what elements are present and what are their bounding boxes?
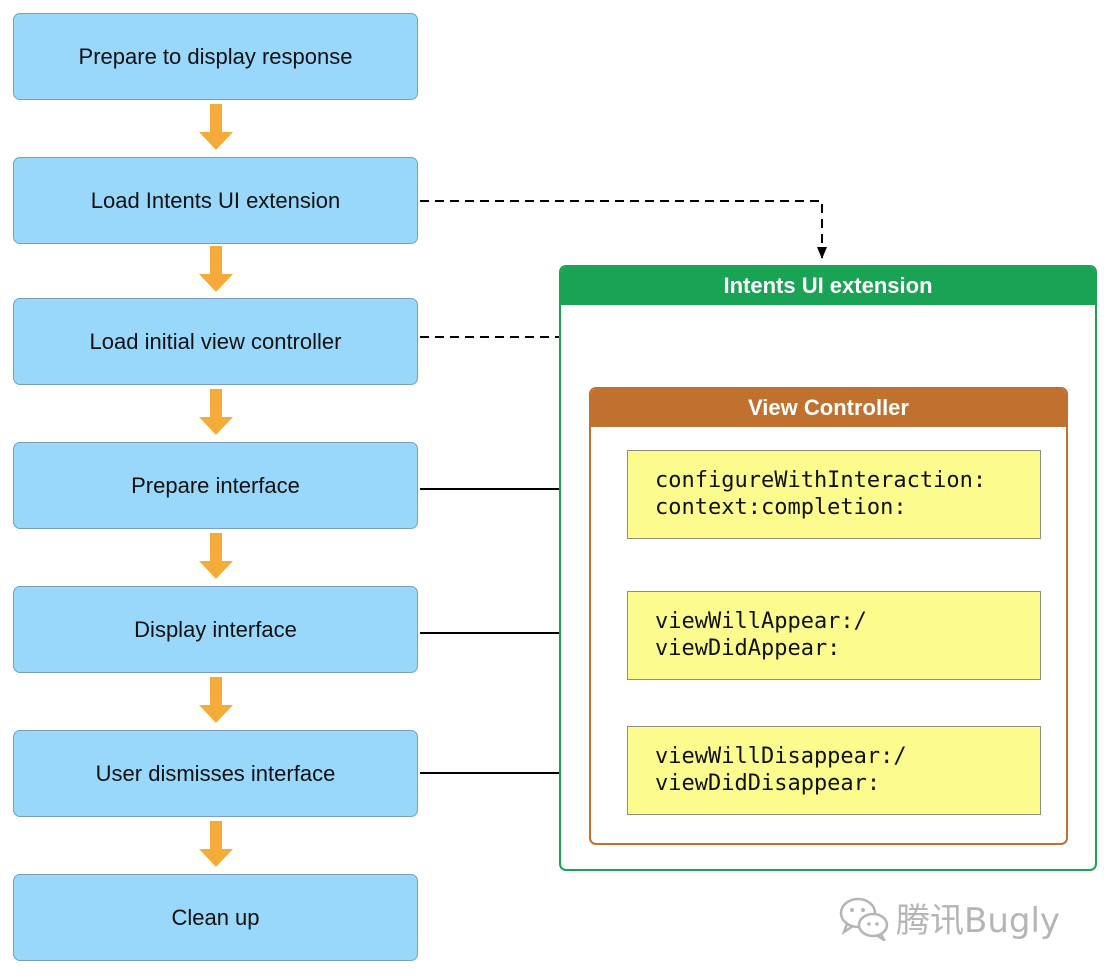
- flow-arrow-icon: [199, 533, 233, 579]
- method-line: configureWithInteraction:: [655, 468, 987, 493]
- view-controller-title: View Controller: [591, 389, 1066, 427]
- method-configure-with-interaction: configureWithInteraction: context:comple…: [627, 450, 1041, 539]
- method-line: viewDidAppear:: [655, 636, 841, 661]
- step-user-dismisses-interface: User dismisses interface: [13, 730, 418, 817]
- method-line: viewWillAppear:/: [655, 609, 867, 634]
- step-prepare-interface: Prepare interface: [13, 442, 418, 529]
- step-label: Prepare to display response: [78, 43, 353, 69]
- dashed-connector-load-extension: [420, 200, 827, 259]
- method-line: viewWillDisappear:/: [655, 744, 907, 769]
- watermark-text: 腾讯Bugly: [896, 901, 1061, 941]
- step-load-intents-ui-extension: Load Intents UI extension: [13, 157, 418, 244]
- flow-arrow-icon: [199, 104, 233, 150]
- step-label: Load Intents UI extension: [90, 187, 341, 213]
- method-line: viewDidDisappear:: [655, 771, 881, 796]
- wechat-logo-icon: [839, 897, 889, 941]
- flow-arrow-icon: [199, 389, 233, 435]
- step-display-interface: Display interface: [13, 586, 418, 673]
- step-label: User dismisses interface: [95, 760, 336, 786]
- method-line: context:completion:: [655, 495, 907, 520]
- intents-ui-extension-title: Intents UI extension: [561, 267, 1095, 305]
- step-prepare-to-display-response: Prepare to display response: [13, 13, 418, 100]
- step-label: Prepare interface: [131, 472, 300, 498]
- method-view-will-disappear: viewWillDisappear:/ viewDidDisappear:: [627, 726, 1041, 815]
- step-label: Load initial view controller: [89, 328, 342, 354]
- watermark: 腾讯Bugly: [838, 893, 1060, 942]
- flow-arrow-icon: [199, 821, 233, 867]
- step-clean-up: Clean up: [13, 874, 418, 961]
- step-label: Display interface: [134, 616, 297, 642]
- flow-arrow-icon: [199, 246, 233, 292]
- step-label: Clean up: [171, 904, 260, 930]
- step-load-initial-view-controller: Load initial view controller: [13, 298, 418, 385]
- flow-arrow-icon: [199, 677, 233, 723]
- method-view-will-appear: viewWillAppear:/ viewDidAppear:: [627, 591, 1041, 680]
